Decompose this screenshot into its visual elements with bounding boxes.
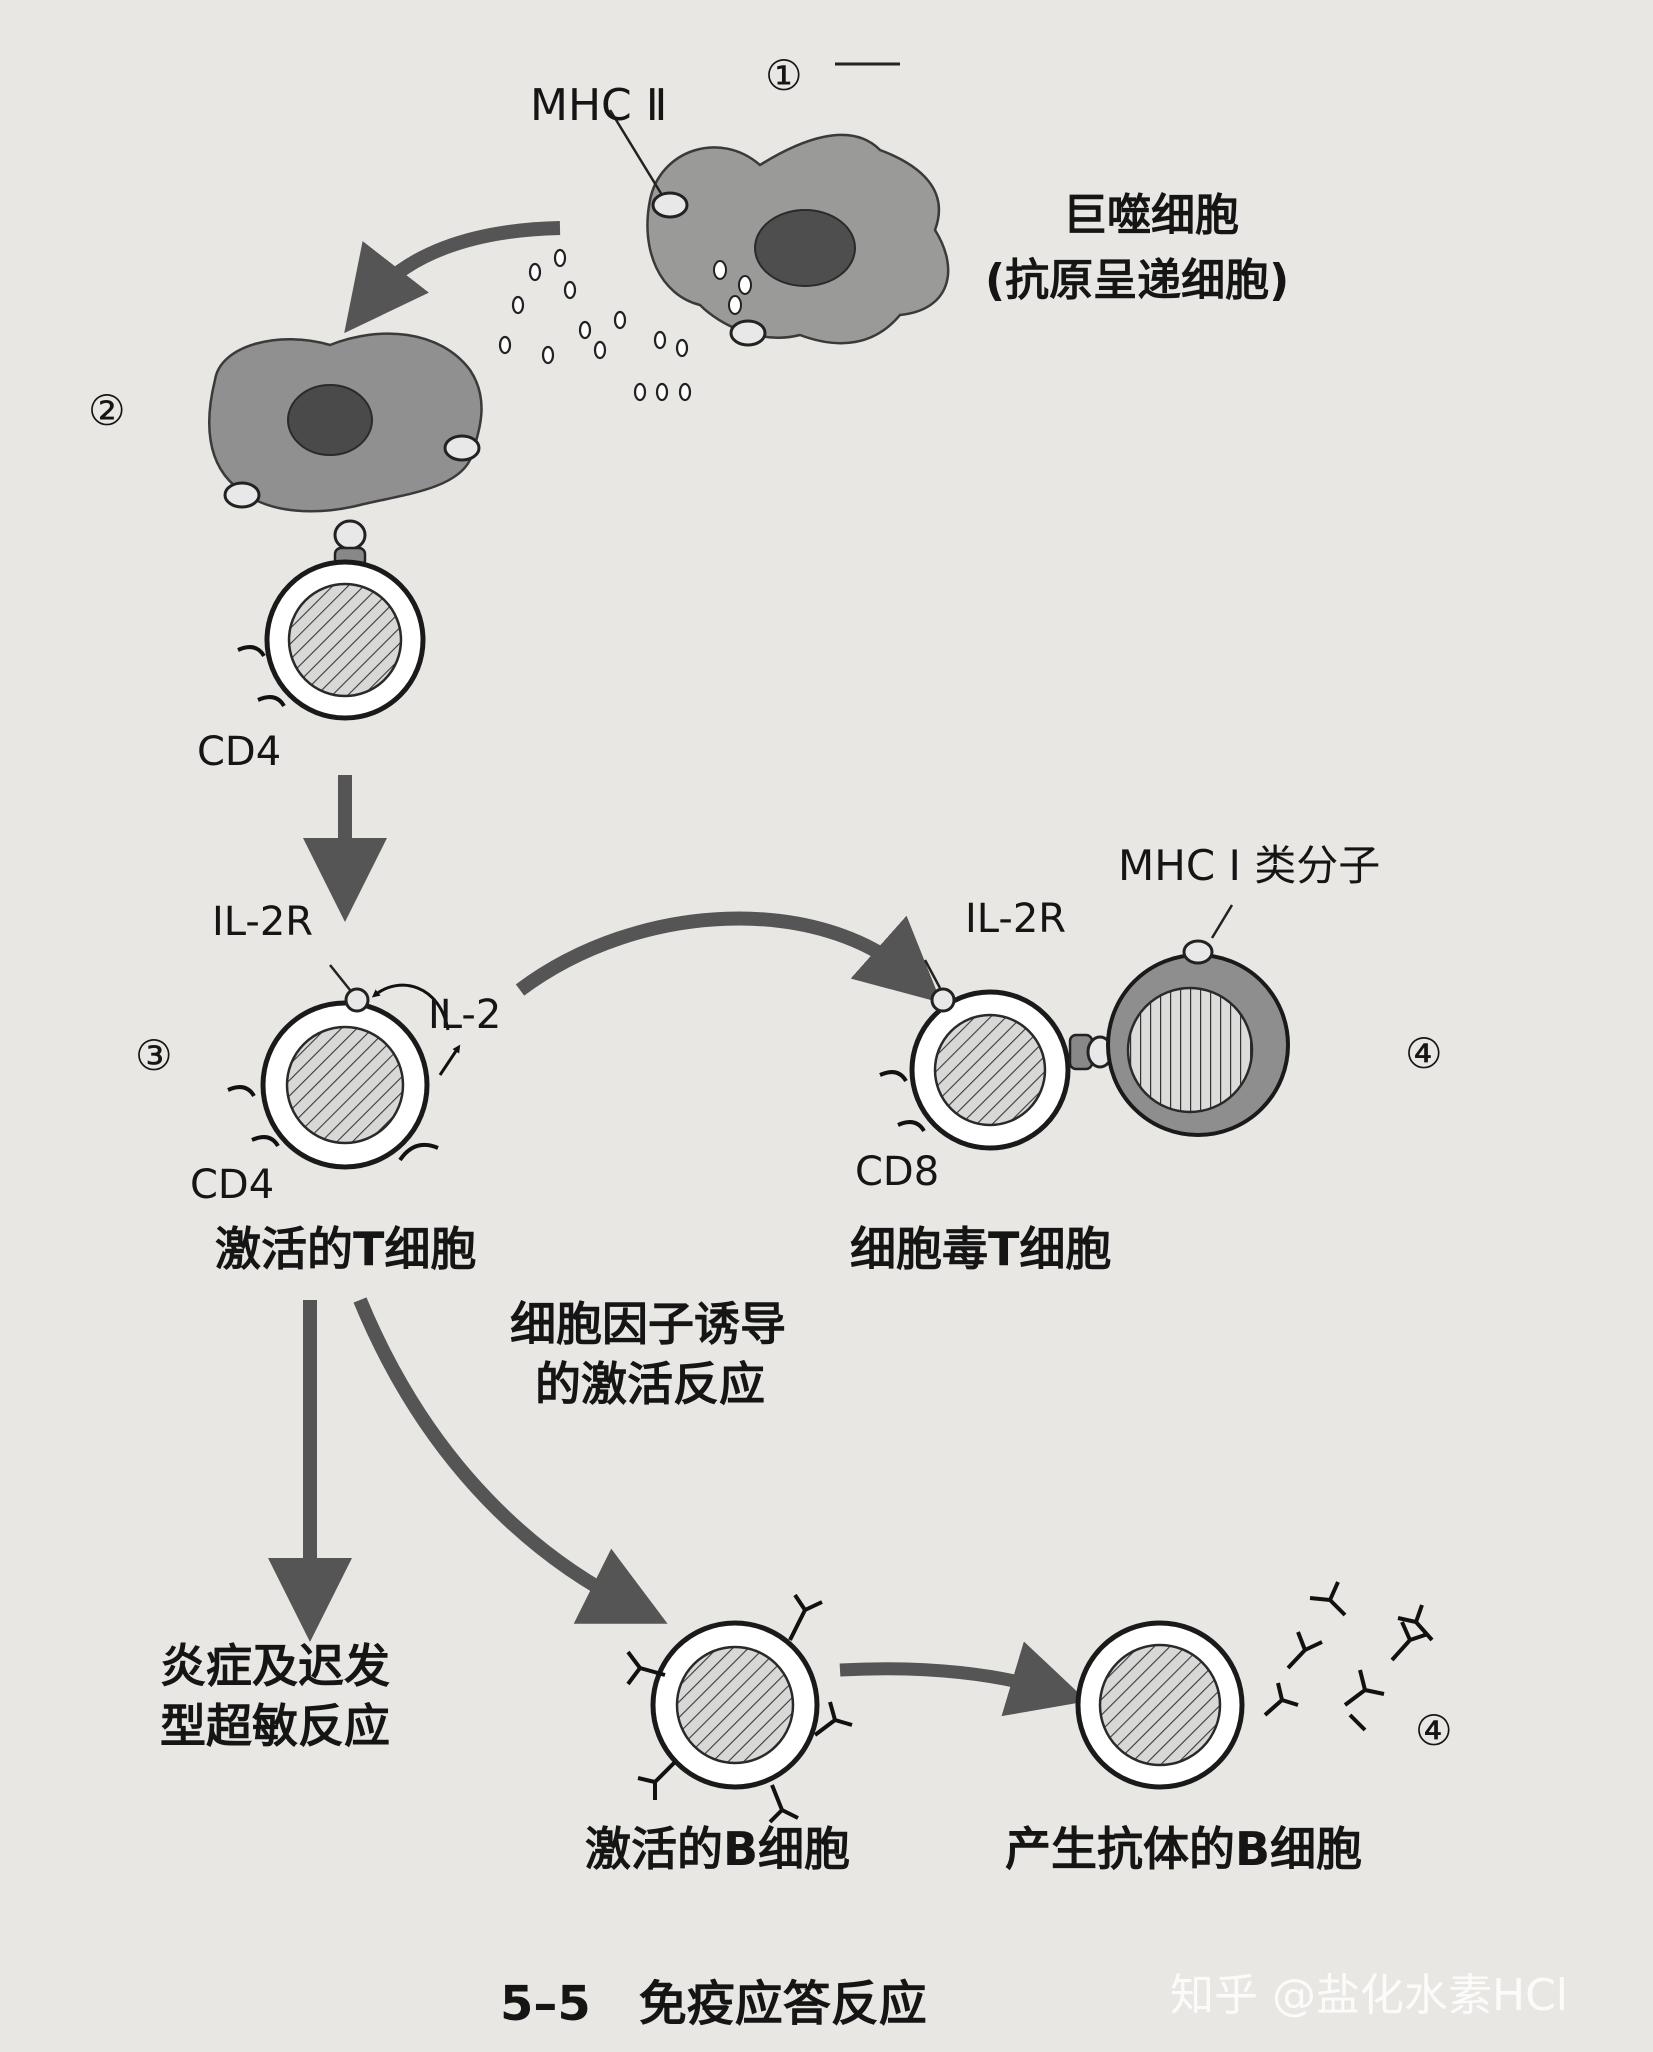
watermark: 知乎 @盐化水素HCl — [1170, 1970, 1568, 2021]
activated-t-cell-label: 激活的T细胞 — [215, 1222, 476, 1276]
il2r-label-left: IL-2R — [212, 899, 313, 945]
antibody-b-cell-label: 产生抗体的B细胞 — [1005, 1822, 1362, 1876]
antibody-producing-b-cell — [1075, 1620, 1245, 1790]
free-antibodies — [1263, 1581, 1434, 1732]
macrophage-label: 巨噬细胞 — [1063, 190, 1239, 241]
antigen-particles — [498, 248, 692, 402]
cytotoxic-t-cell — [879, 959, 1114, 1151]
activated-b-cell-label: 激活的B细胞 — [585, 1822, 850, 1876]
cytotoxic-t-cell-label: 细胞毒T细胞 — [850, 1222, 1111, 1276]
cd4-label-mid: CD4 — [190, 1162, 274, 1208]
cd4-label-top: CD4 — [197, 729, 281, 775]
step-3-marker: ③ — [135, 1031, 173, 1080]
activated-t-cell — [227, 964, 461, 1170]
cytokine-label-line1: 细胞因子诱导 — [510, 1297, 786, 1351]
activated-b-cell — [626, 1593, 853, 1824]
arrow-b-differentiation — [839, 1641, 1088, 1717]
il2r-label-right: IL-2R — [965, 896, 1066, 942]
mhc2-label: MHC Ⅱ — [530, 80, 667, 131]
arrow-to-b-cell — [353, 1297, 668, 1624]
cd8-label: CD8 — [855, 1149, 939, 1195]
t-cell-cd4-initial — [237, 559, 426, 721]
macrophage-cell — [608, 109, 950, 347]
step-4-marker-right: ④ — [1405, 1029, 1443, 1078]
arrow-uptake — [344, 221, 561, 334]
target-cell — [1106, 904, 1290, 1137]
step-1-marker: ① — [765, 51, 803, 100]
antigen-presenting-cell — [208, 332, 483, 568]
cytokine-label-line2: 的激活反应 — [535, 1357, 765, 1411]
inflammation-label-line1: 炎症及迟发 — [160, 1639, 390, 1693]
il2-label: IL-2 — [428, 992, 501, 1038]
antigen-presenting-label: (抗原呈递细胞) — [985, 255, 1289, 306]
step-2-marker: ② — [88, 386, 126, 435]
mhc1-label: MHC Ⅰ 类分子 — [1118, 841, 1380, 890]
inflammation-label-line2: 型超敏反应 — [160, 1699, 390, 1753]
figure-caption: 5–5 免疫应答反应 — [500, 1976, 927, 2032]
step-4-marker-bottom: ④ — [1415, 1706, 1453, 1755]
arrow-to-cytotoxic — [515, 911, 942, 1003]
